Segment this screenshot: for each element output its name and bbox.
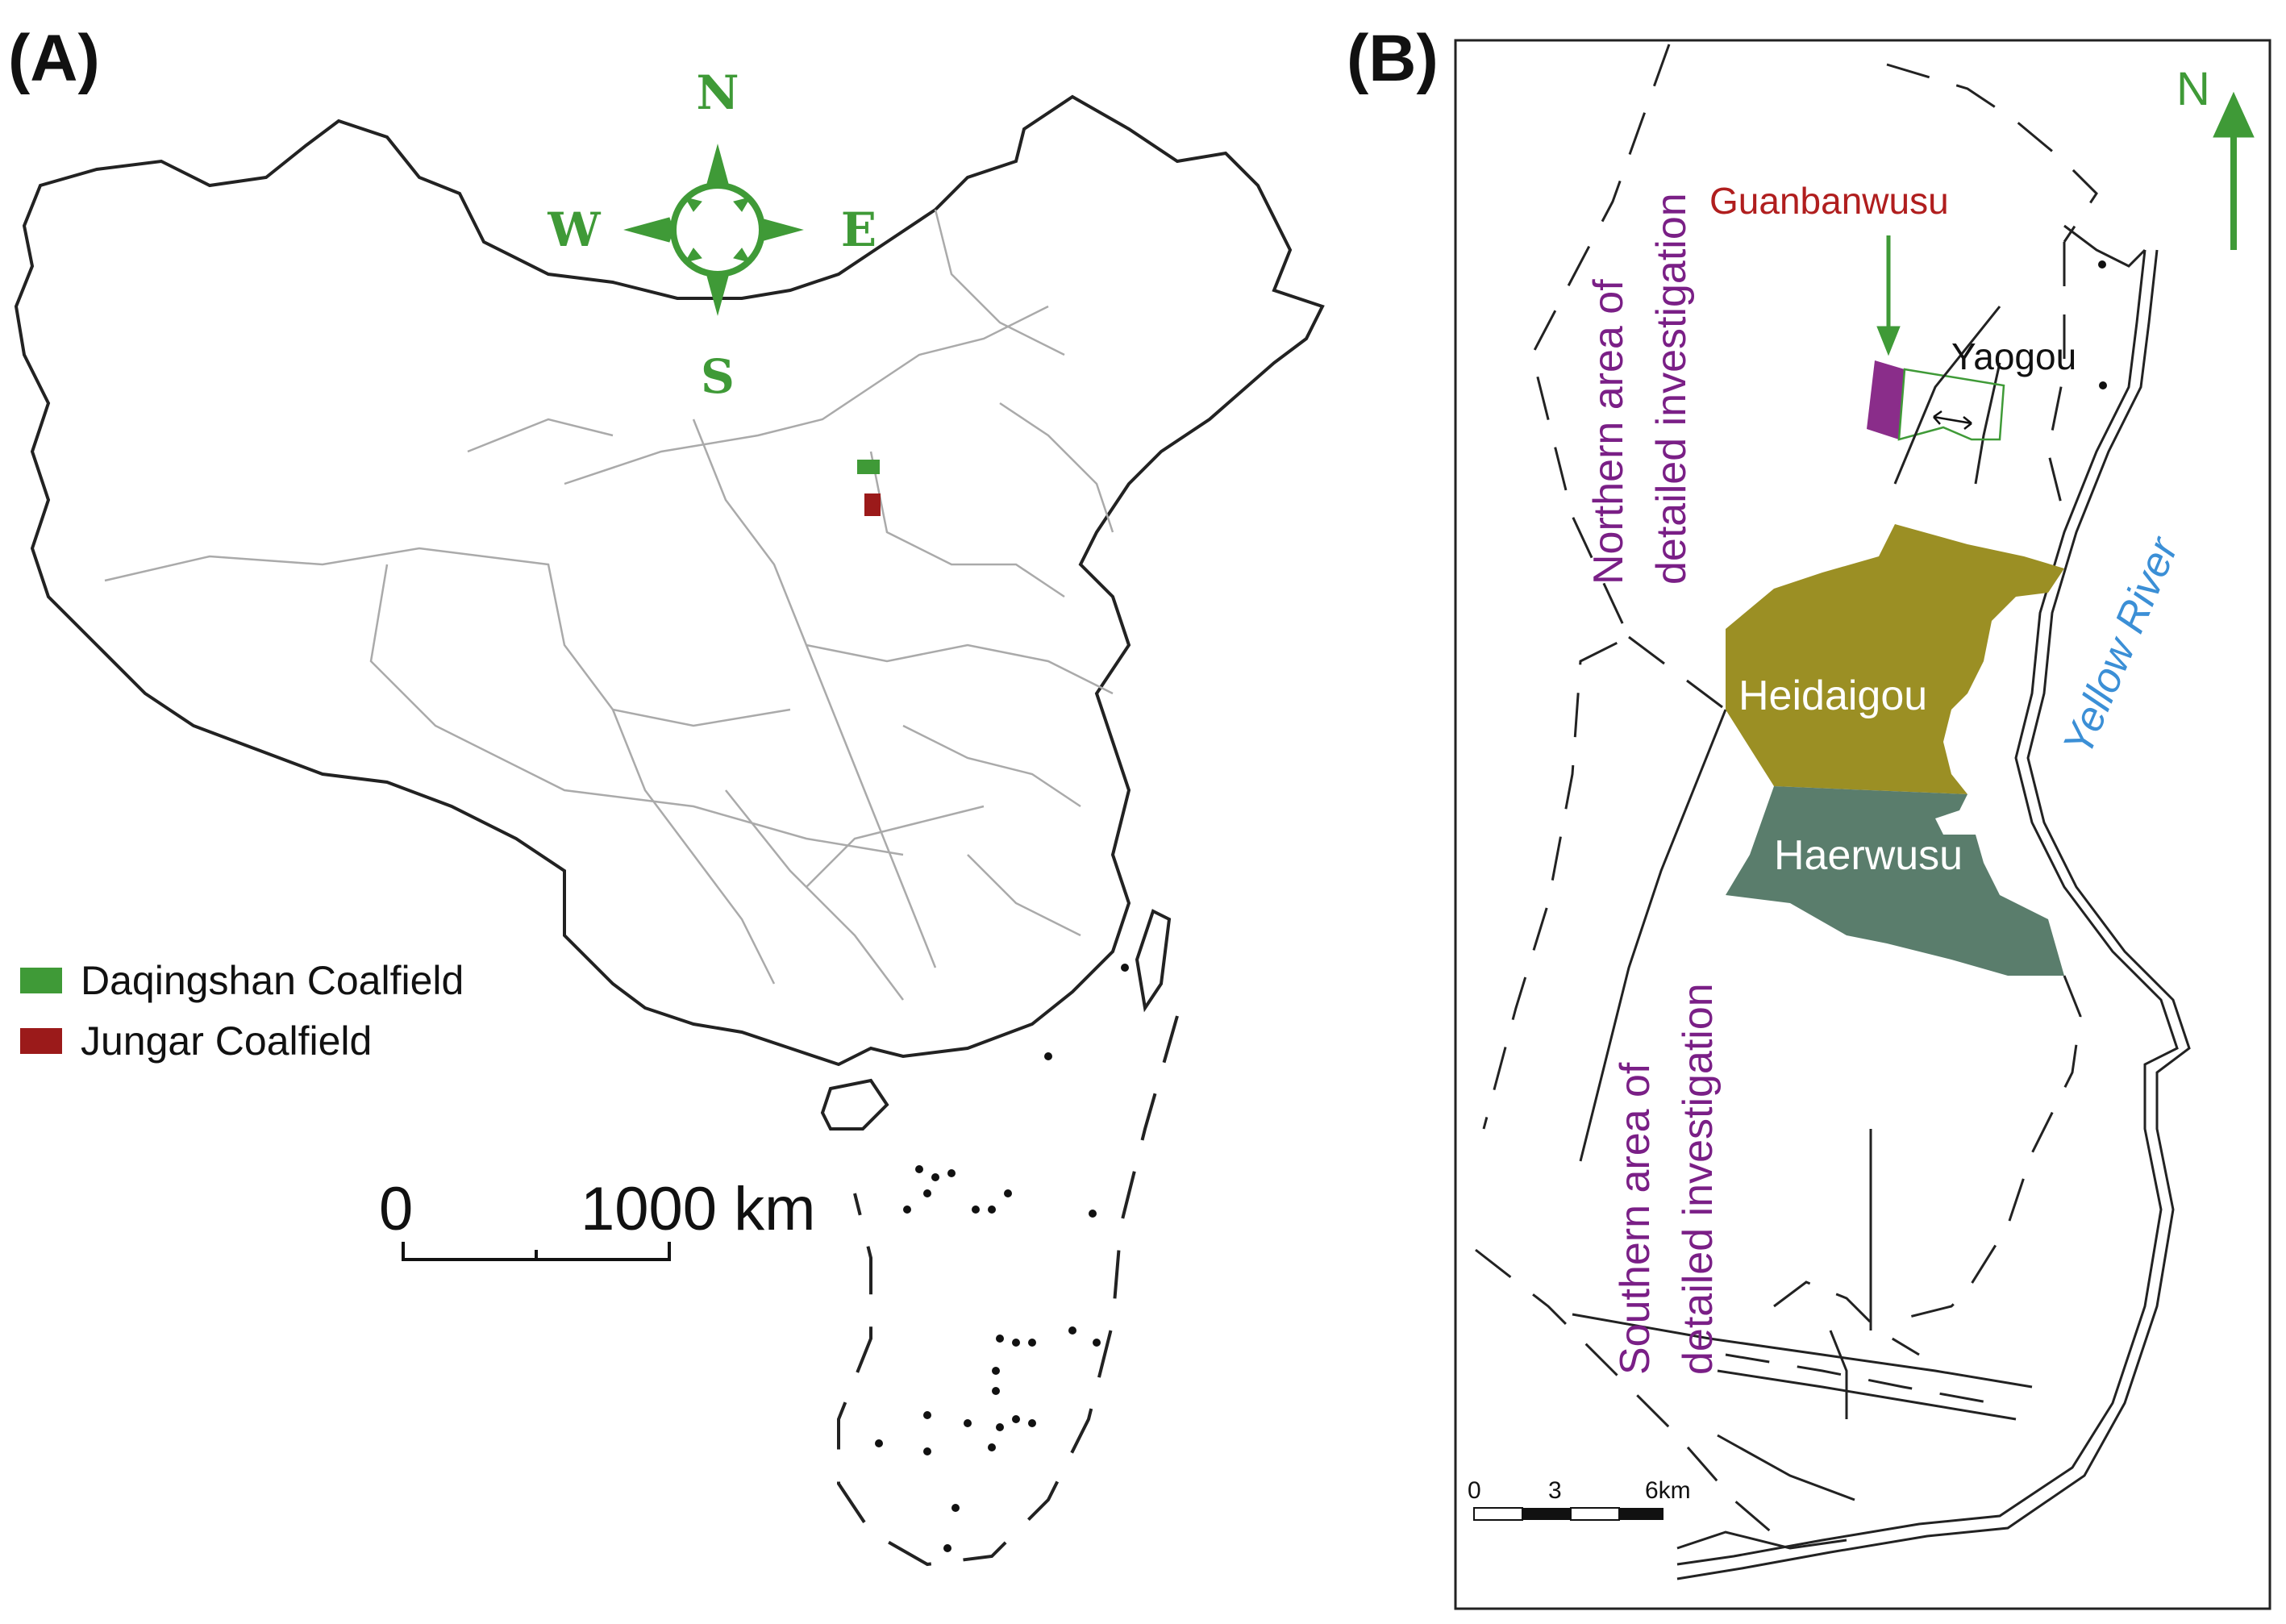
panel-a-label: (A) [8,22,100,95]
scale-bar-a: 0 1000 km [379,1175,816,1261]
compass-se-point [733,248,752,263]
yellow-river-label: Yellow River [2055,529,2188,761]
china-map [14,94,1325,1567]
province-borders [104,209,1114,1001]
guanbanwusu-arrow [1876,235,1901,356]
jungar-marker [864,493,881,516]
compass-s-label: S [701,349,735,404]
compass-north-point [705,144,731,190]
compass-n-label: N [696,65,739,120]
compass-south-point [705,269,731,316]
southern-area-label-line2: detailed investigation [1675,983,1722,1375]
scale-b-mid: 3 [1548,1477,1562,1504]
haerwusu-label: Haerwusu [1774,832,1963,879]
compass-e-label: E [841,202,877,257]
fault-line-north [1893,306,2001,485]
heidaigou-area [1726,524,2064,794]
compass-rose [623,144,804,316]
fault-lines [1572,362,2033,1550]
panel-b-frame [1454,39,2271,1610]
legend: Daqingshan Coalfield Jungar Coalfield [20,958,464,1064]
haerwusu-area [1726,786,2064,976]
taiwan-island [1135,909,1172,1013]
compass-west-point [623,217,674,243]
legend-label-jungar: Jungar Coalfield [81,1018,372,1064]
investigation-boundaries [1475,44,2098,1550]
yellow-river [1676,249,2191,1580]
north-arrow-b [2213,91,2255,250]
legend-swatch-daqingshan [20,968,62,993]
legend-swatch-jungar [20,1028,62,1054]
town-dot-1 [2098,260,2106,269]
panel-b-label: (B) [1347,22,1439,95]
northern-area-label-line2: detailed investigation [1648,193,1695,585]
northern-area-label-line1: Northern area of [1585,279,1632,585]
scale-a-zero: 0 [379,1175,413,1243]
scale-bar-b: 0 3 6km [1468,1477,1691,1521]
scale-b-zero: 0 [1468,1477,1481,1504]
yaogou-dot [2099,381,2107,389]
compass-ne-point [733,197,752,212]
scale-a-max: 1000 km [581,1175,816,1243]
china-outline [14,94,1325,1067]
compass-sw-point [684,248,702,263]
yaogou-label: Yaogou [1951,335,2076,377]
sea-boundary-dashed [837,1015,1179,1567]
hainan-island [820,1078,889,1131]
southern-area-label-line1: Southern area of [1612,1062,1659,1375]
heidaigou-label: Heidaigou [1738,673,1927,719]
compass-nw-point [684,197,702,212]
daqingshan-marker [857,460,880,474]
guanbanwusu-label: Guanbanwusu [1709,180,1949,222]
north-label-b: N [2176,63,2210,115]
guanbanwusu-mine [1867,360,1905,439]
scale-b-max: 6km [1645,1477,1691,1504]
compass-east-point [757,217,804,243]
double-arrow-icon [1933,410,1972,430]
river-meander-top [2063,224,2147,268]
scale-a-bar [402,1242,671,1261]
compass-w-label: W [547,202,601,257]
islands-dots [875,964,1129,1552]
legend-label-daqingshan: Daqingshan Coalfield [81,958,464,1003]
guanbanwusu-outline [1897,368,2005,441]
